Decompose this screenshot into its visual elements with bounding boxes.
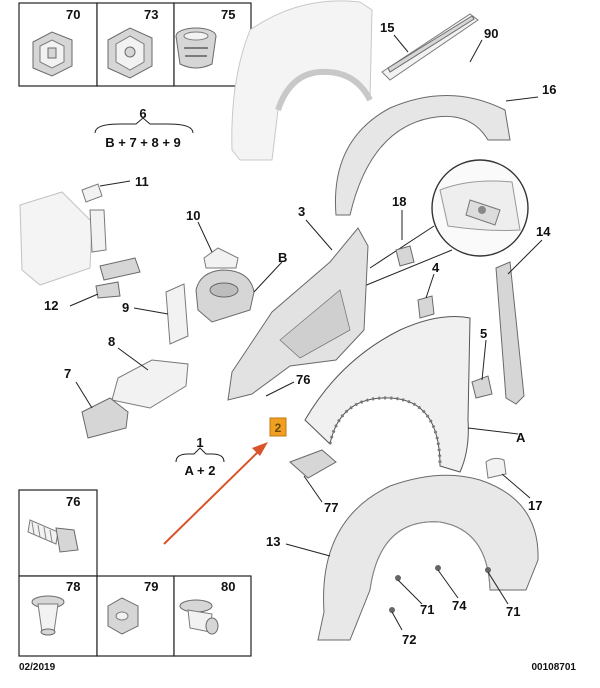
group-6: 6 B + 7 + 8 + 9: [94, 106, 194, 150]
group-1-brace: [175, 447, 225, 463]
grid-label-78: 78: [66, 579, 80, 594]
callout-16: 16: [542, 82, 556, 97]
rivet-nut-78-icon: [31, 595, 65, 636]
callout-3: 3: [298, 204, 305, 219]
grid-cell-80: [173, 575, 252, 657]
footer-code: 00108701: [532, 662, 577, 673]
top-parts-grid: 70 73 75: [18, 2, 252, 87]
callout-8: 8: [108, 334, 115, 349]
trim-17: [485, 457, 507, 479]
highlight-label: 2: [275, 421, 282, 435]
bracket-4: [417, 295, 435, 319]
bottom-parts-grid: 76 78 79 80: [18, 489, 252, 657]
grid-label-80: 80: [221, 579, 235, 594]
wing-panel-top: [231, 0, 373, 161]
footer-date: 02/2019: [19, 662, 56, 673]
rivet-80-icon: [179, 599, 219, 635]
clip-73-icon: [107, 27, 153, 79]
inner-wing-3: [227, 227, 369, 401]
group-6-brace: [94, 117, 194, 134]
callout-4: 4: [432, 260, 440, 275]
bracket-7: [81, 397, 129, 439]
front-structure-11-12: [19, 183, 141, 299]
callout-10: 10: [186, 208, 200, 223]
grid-label-70: 70: [66, 7, 80, 22]
callout-5: 5: [480, 326, 487, 341]
clip-18: [395, 245, 415, 267]
bracket-2: [289, 449, 337, 479]
bolt-76-icon: [27, 519, 79, 553]
detail-zoom-circle: [329, 159, 529, 301]
highlight-part-2: 2: [163, 417, 287, 545]
nut-79-icon: [107, 597, 139, 635]
leader-lines: [69, 34, 543, 631]
wheel-arch-liner-13: [317, 474, 539, 641]
grid-label-73: 73: [144, 7, 158, 22]
callout-11: 11: [135, 174, 149, 189]
strut-mount-10: [203, 247, 239, 269]
grid-cell-78: [18, 575, 98, 657]
highlight-arrow-line: [163, 447, 263, 545]
callout-90: 90: [484, 26, 498, 41]
bracket-9: [165, 283, 189, 345]
seal-14: [495, 261, 525, 405]
group-1: 1 A + 2: [175, 435, 225, 478]
callout-7: 7: [64, 366, 71, 381]
group-6-number: 6: [139, 106, 146, 121]
callout-74: 74: [452, 598, 467, 613]
callout-b: B: [278, 250, 287, 265]
group-1-formula: A + 2: [185, 463, 216, 478]
highlight-arrow-head-icon: [252, 442, 268, 456]
callout-14: 14: [536, 224, 551, 239]
callout-17: 17: [528, 498, 542, 513]
grid-label-75: 75: [221, 7, 235, 22]
callout-9: 9: [122, 300, 129, 315]
callout-71-right: 71: [506, 604, 520, 619]
group-1-number: 1: [196, 435, 203, 450]
clip-70-icon: [32, 31, 73, 77]
nut-75-icon: [175, 27, 217, 69]
callout-18: 18: [392, 194, 406, 209]
wheel-arch-16: [334, 95, 511, 216]
highlight-badge: [269, 417, 287, 437]
sill-trim-15: [381, 13, 479, 81]
callout-77: 77: [324, 500, 338, 515]
group-6-formula: B + 7 + 8 + 9: [105, 135, 181, 150]
front-wing-a: [304, 316, 471, 473]
grid-label-76: 76: [66, 494, 80, 509]
reinforcement-8: [111, 359, 189, 409]
callout-71-left: 71: [420, 602, 434, 617]
callout-labels: 15 90 16 11 18 14 10 3 B 4 12 9 5 8 7 76…: [44, 20, 556, 647]
callout-13: 13: [266, 534, 280, 549]
suspension-housing-b: [195, 269, 255, 323]
callout-72: 72: [402, 632, 416, 647]
callout-15: 15: [380, 20, 394, 35]
callout-76: 76: [296, 372, 310, 387]
callout-a: A: [516, 430, 526, 445]
grid-label-79: 79: [144, 579, 158, 594]
callout-12: 12: [44, 298, 58, 313]
